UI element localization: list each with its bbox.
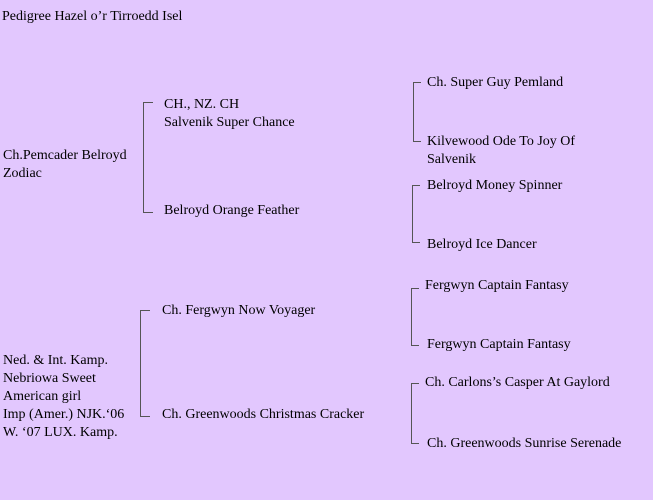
ds-sire-name: Fergwyn Captain Fantasy <box>425 278 569 293</box>
bracket-sd-bottom <box>412 242 420 243</box>
dam-dam-name: Ch. Greenwoods Christmas Cracker <box>162 407 365 422</box>
bracket-dam-bottom <box>140 416 150 417</box>
dam-name-line2: Nebriowa Sweet <box>3 371 96 386</box>
dam-sire-name: Ch. Fergwyn Now Voyager <box>162 303 316 318</box>
ds-dam-name: Fergwyn Captain Fantasy <box>427 337 571 352</box>
ss-dam-line2: Salvenik <box>427 152 476 167</box>
ss-sire-name: Ch. Super Guy Pemland <box>427 75 564 90</box>
sd-dam-name: Belroyd Ice Dancer <box>427 237 537 252</box>
bracket-sire-vertical <box>143 102 144 213</box>
sire-name-line1: Ch.Pemcader Belroyd <box>3 148 127 163</box>
bracket-dam-top <box>140 310 150 311</box>
ss-dam-name: Kilvewood Ode To Joy Of Salvenik <box>427 133 575 169</box>
sire-sire-name: CH., NZ. CH Salvenik Super Chance <box>164 96 295 132</box>
dd-sire-name: Ch. Carlons’s Casper At Gaylord <box>425 375 610 390</box>
dam-name: Ned. & Int. Kamp. Nebriowa Sweet America… <box>3 352 124 442</box>
dam-name-line5: W. ‘07 LUX. Kamp. <box>3 425 118 440</box>
sire-dam-name: Belroyd Orange Feather <box>164 203 300 218</box>
dam-name-line3: American girl <box>3 389 82 404</box>
ss-dam-line1: Kilvewood Ode To Joy Of <box>427 134 576 149</box>
bracket-dd-vertical <box>411 383 412 444</box>
bracket-ss-bottom <box>413 141 421 142</box>
bracket-sd-vertical <box>412 185 413 243</box>
dd-dam-name: Ch. Greenwoods Sunrise Serenade <box>427 436 622 451</box>
sire-sire-line2: Salvenik Super Chance <box>164 115 295 130</box>
dam-name-line1: Ned. & Int. Kamp. <box>3 353 108 368</box>
bracket-ds-bottom <box>411 345 419 346</box>
sire-name: Ch.Pemcader Belroyd Zodiac <box>3 147 127 183</box>
bracket-dd-bottom <box>411 443 419 444</box>
sd-sire-name: Belroyd Money Spinner <box>427 178 563 193</box>
bracket-ds-top <box>411 288 419 289</box>
dam-name-line4: Imp (Amer.) NJK.‘06 <box>3 407 125 422</box>
bracket-sd-top <box>412 185 420 186</box>
sire-sire-line1: CH., NZ. CH <box>164 97 240 112</box>
bracket-dd-top <box>411 383 419 384</box>
bracket-sire-top <box>143 102 153 103</box>
bracket-ss-vertical <box>413 82 414 142</box>
bracket-dam-vertical <box>140 310 141 417</box>
sire-name-line2: Zodiac <box>3 166 42 181</box>
page-title: Pedigree Hazel o’r Tirroedd Isel <box>2 9 183 24</box>
bracket-ds-vertical <box>411 288 412 346</box>
bracket-sire-bottom <box>143 212 153 213</box>
bracket-ss-top <box>413 82 421 83</box>
